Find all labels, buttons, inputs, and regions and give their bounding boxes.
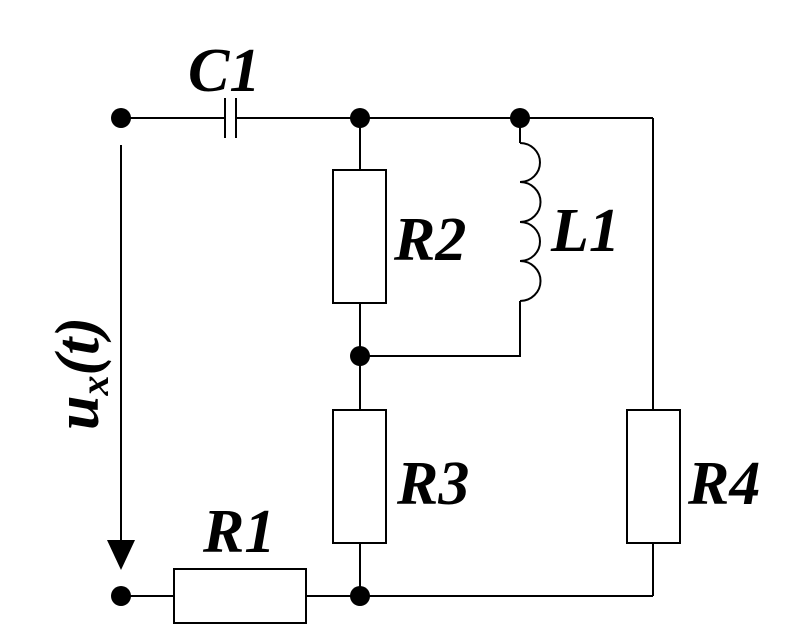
voltage-argument: (t)	[44, 317, 112, 376]
junction-top-l1	[510, 108, 530, 128]
label-r1: R1	[202, 498, 275, 566]
junction-bottom	[350, 586, 370, 606]
junction-top-r2	[350, 108, 370, 128]
resistor-r2	[332, 169, 387, 304]
voltage-base: u	[44, 396, 112, 430]
label-r3: R3	[396, 450, 469, 518]
label-l1: L1	[550, 197, 620, 265]
voltage-arrow-head	[107, 540, 135, 570]
resistor-r1	[173, 568, 307, 624]
voltage-arrow	[107, 145, 135, 570]
label-r2: R2	[393, 206, 466, 274]
label-r4: R4	[687, 450, 760, 518]
junction-mid	[350, 346, 370, 366]
resistor-r3	[332, 409, 387, 544]
nodes	[111, 108, 530, 606]
resistor-r4	[626, 409, 681, 544]
terminal-bottom	[111, 586, 131, 606]
terminal-top	[111, 108, 131, 128]
inductor-l1	[519, 142, 542, 302]
label-voltage: ux(t)	[44, 317, 117, 430]
voltage-subscript: x	[72, 376, 117, 397]
capacitor-c1	[224, 98, 237, 138]
l1-wire-bottom	[360, 301, 521, 357]
label-c1: C1	[188, 37, 260, 105]
